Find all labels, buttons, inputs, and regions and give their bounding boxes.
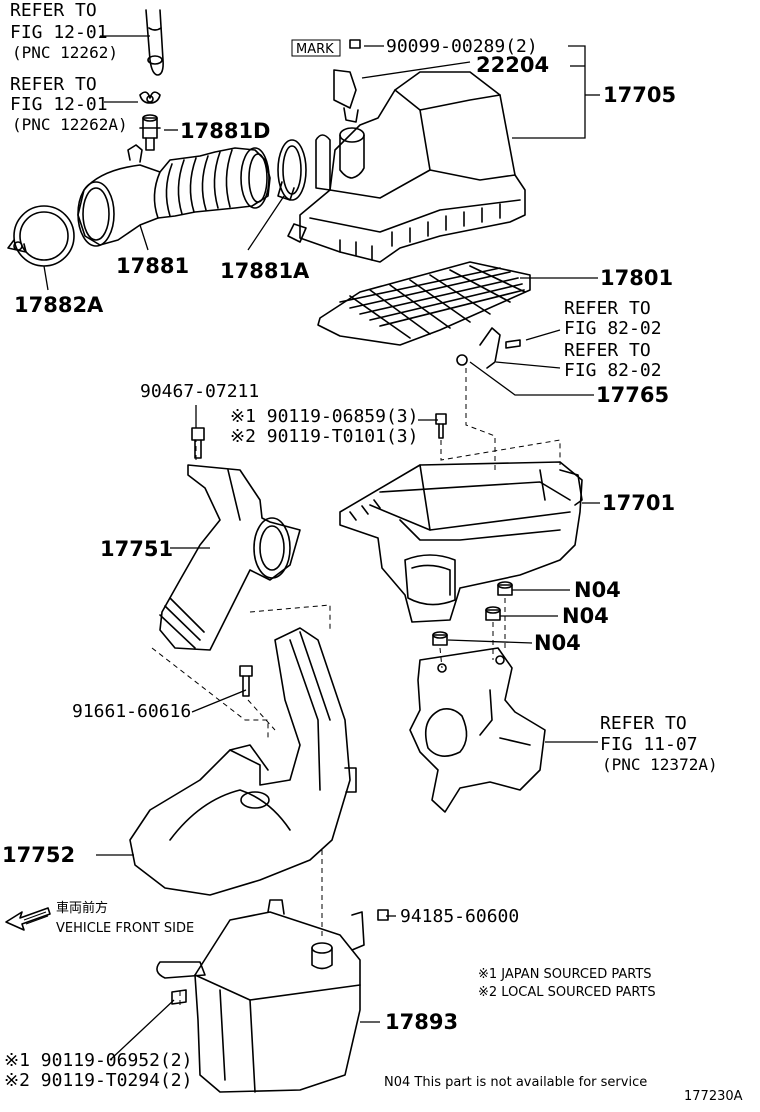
part-number-90119-06952: ※1 90119-06952(2) bbox=[4, 1050, 192, 1071]
part-number-17881: 17881 bbox=[116, 254, 189, 278]
bracket-refer-82-02-drawing bbox=[456, 327, 521, 369]
refer-fig-label: FIG 12-01 bbox=[10, 22, 108, 43]
part-number-17882A: 17882A bbox=[14, 293, 104, 317]
air-cleaner-cap-17705-drawing bbox=[287, 39, 526, 263]
labels: REFER TO FIG 12-01 (PNC 12262) REFER TO … bbox=[2, 0, 743, 1104]
part-number-N04: N04 bbox=[534, 631, 581, 655]
part-drawings bbox=[5, 9, 600, 1093]
part-number-17881A: 17881A bbox=[220, 259, 310, 283]
refer-label: REFER TO bbox=[10, 0, 97, 21]
part-number-17751: 17751 bbox=[100, 537, 173, 561]
grommets-N04-drawing bbox=[432, 581, 513, 646]
part-number-17701: 17701 bbox=[602, 491, 675, 515]
vacuum-hose-drawing bbox=[145, 9, 164, 76]
part-number-17752: 17752 bbox=[2, 843, 75, 867]
air-duct-17752-drawing bbox=[129, 627, 357, 896]
refer-label: REFER TO bbox=[10, 74, 97, 95]
mount-bracket-drawing bbox=[409, 647, 546, 813]
refer-fig-label: FIG 82-02 bbox=[564, 318, 662, 339]
part-number-17893: 17893 bbox=[385, 1010, 458, 1034]
air-duct-17751-drawing bbox=[159, 464, 301, 651]
mark-box bbox=[291, 39, 341, 57]
front-label-en: VEHICLE FRONT SIDE bbox=[56, 921, 194, 936]
part-number-90467: 90467-07211 bbox=[140, 381, 259, 402]
mark-label: MARK bbox=[296, 42, 334, 57]
refer-label: REFER TO bbox=[564, 340, 651, 361]
refer-pnc-label: (PNC 12372A) bbox=[602, 755, 718, 774]
part-number-90119-06859: ※1 90119-06859(3) bbox=[230, 406, 418, 427]
refer-label: REFER TO bbox=[564, 298, 651, 319]
bolts-drawing bbox=[171, 413, 447, 1005]
note-local-sourced: ※2 LOCAL SOURCED PARTS bbox=[478, 985, 656, 1000]
intake-hose-17881-drawing bbox=[77, 144, 271, 247]
part-number-N04: N04 bbox=[574, 578, 621, 602]
refer-pnc-label: (PNC 12262) bbox=[12, 43, 118, 62]
part-number-22204: 22204 bbox=[476, 53, 549, 77]
note-japan-sourced: ※1 JAPAN SOURCED PARTS bbox=[478, 967, 652, 982]
part-number-17801: 17801 bbox=[600, 266, 673, 290]
refer-label: REFER TO bbox=[600, 713, 687, 734]
air-filter-element-17801-drawing bbox=[317, 261, 531, 346]
part-number-90119-T0101: ※2 90119-T0101(3) bbox=[230, 426, 418, 447]
refer-fig-label: FIG 82-02 bbox=[564, 360, 662, 381]
front-label-jp: 車両前方 bbox=[56, 900, 108, 916]
n04-note: N04 This part is not available for servi… bbox=[384, 1075, 647, 1090]
part-number-17705: 17705 bbox=[603, 83, 676, 107]
part-number-94185: 94185-60600 bbox=[400, 906, 519, 927]
air-cleaner-case-17701-drawing bbox=[339, 461, 583, 623]
part-number-90099: 90099-00289(2) bbox=[386, 36, 538, 57]
part-number-17881D: 17881D bbox=[180, 119, 271, 143]
part-number-N04: N04 bbox=[562, 604, 609, 628]
figure-id: 177230A bbox=[684, 1089, 743, 1104]
refer-fig-label: FIG 12-01 bbox=[10, 94, 108, 115]
leader-lines bbox=[43, 35, 600, 1061]
part-number-91661: 91661-60616 bbox=[72, 701, 191, 722]
front-direction-arrow-icon bbox=[5, 907, 51, 931]
hose-clamp-17882A-drawing bbox=[7, 205, 75, 267]
assembly-dashed-lines bbox=[151, 368, 561, 1005]
refer-fig-label: FIG 11-07 bbox=[600, 734, 698, 755]
hose-clamp-17881A-drawing bbox=[277, 139, 307, 201]
resonator-17893-drawing bbox=[156, 899, 365, 1093]
nipple-17881D-drawing bbox=[139, 114, 161, 151]
refer-pnc-label: (PNC 12262A) bbox=[12, 115, 128, 134]
part-number-90119-T0294: ※2 90119-T0294(2) bbox=[4, 1070, 192, 1091]
hose-clip-drawing bbox=[139, 91, 161, 104]
part-number-17765: 17765 bbox=[596, 383, 669, 407]
